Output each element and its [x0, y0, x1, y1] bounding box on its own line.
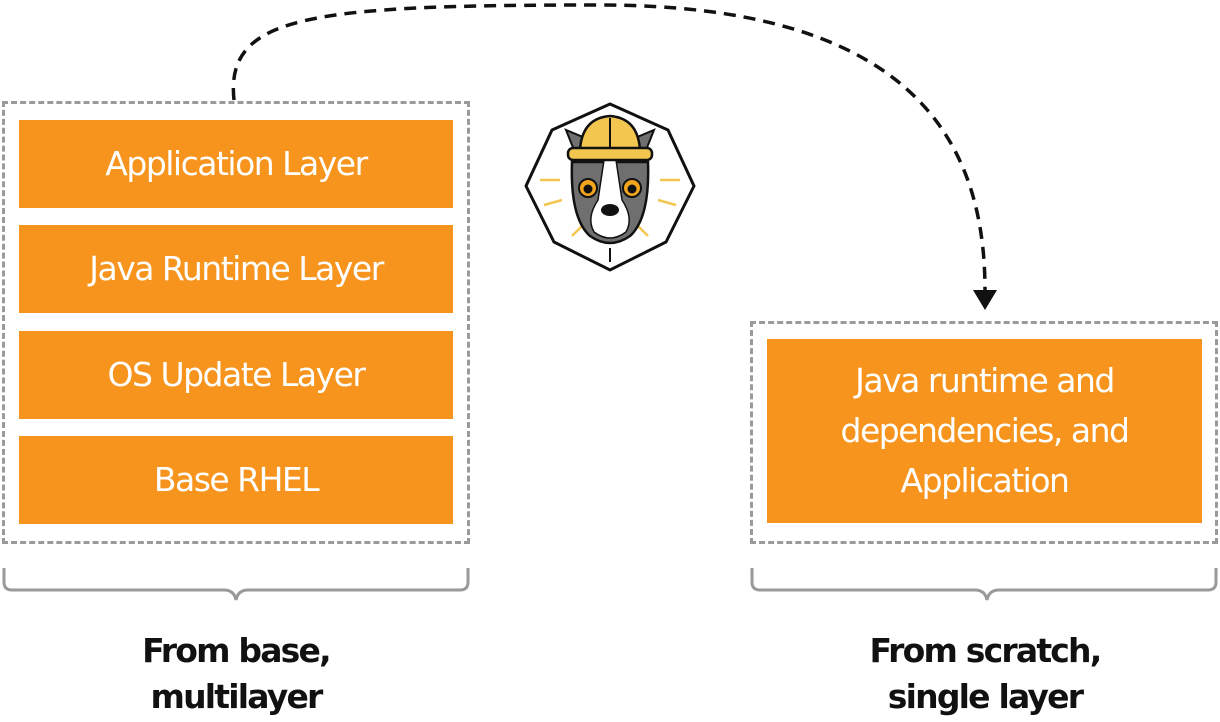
left-caption: From base, multilayer — [86, 628, 386, 720]
single-layer-line-3: Application — [900, 461, 1070, 500]
left-caption-line-2: multilayer — [150, 677, 323, 716]
application-layer: Application Layer — [19, 120, 453, 208]
os-update-layer: OS Update Layer — [19, 331, 453, 419]
java-runtime-layer: Java Runtime Layer — [19, 225, 453, 313]
right-bracket — [750, 568, 1218, 601]
base-rhel-layer: Base RHEL — [19, 436, 453, 524]
left-caption-line-1: From base, — [142, 631, 332, 670]
right-caption: From scratch, single layer — [835, 628, 1135, 720]
right-caption-line-1: From scratch, — [869, 631, 1103, 670]
right-caption-line-2: single layer — [887, 677, 1084, 716]
single-combined-layer: Java runtime and dependencies, and Appli… — [767, 339, 1202, 523]
quarkus-dog-mascot-hardhat-icon — [524, 102, 696, 272]
flow-arrow-curve — [231, 3, 987, 291]
single-layer-line-1: Java runtime and — [855, 361, 1115, 400]
left-stack-frame — [2, 101, 470, 544]
single-layer-line-2: dependencies, and — [840, 411, 1130, 450]
flow-arrow-head — [973, 290, 997, 310]
right-stack-frame — [750, 321, 1218, 544]
left-bracket — [2, 568, 470, 601]
